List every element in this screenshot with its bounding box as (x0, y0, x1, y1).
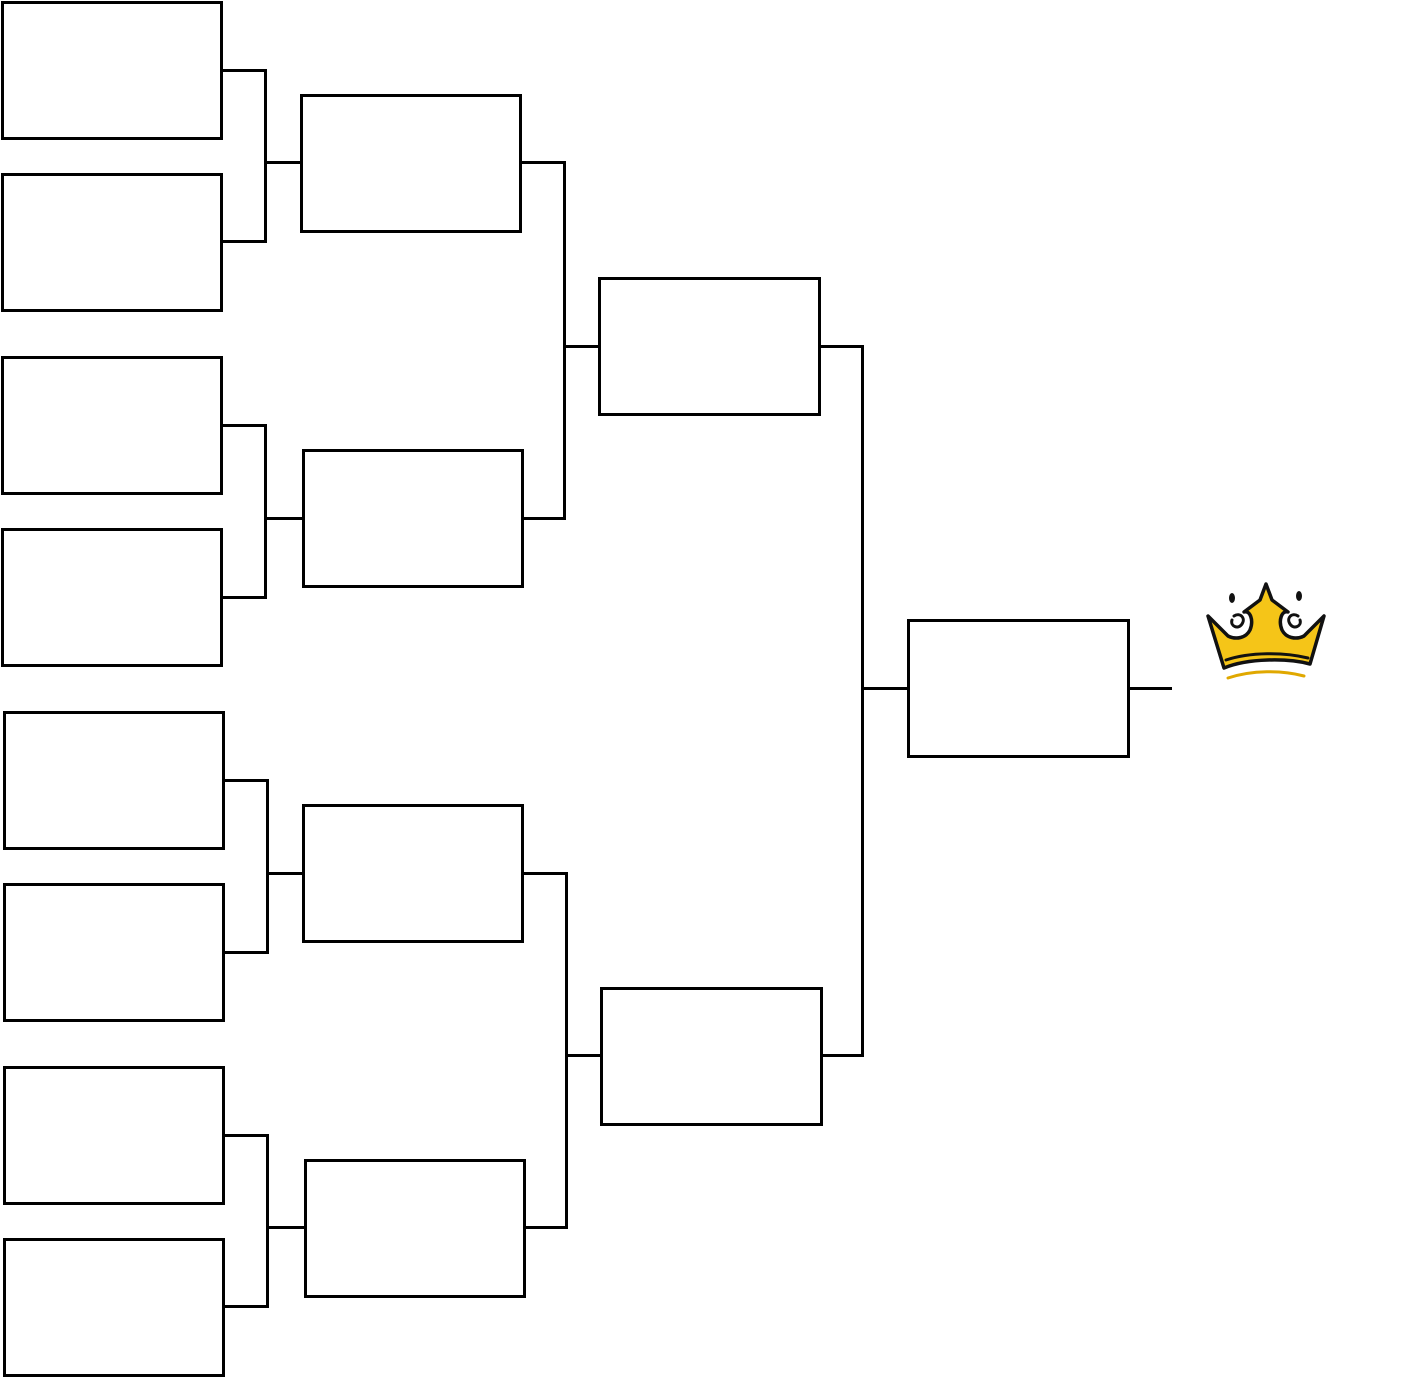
entrant-slot[interactable] (910, 689, 1127, 756)
connector-line (264, 69, 267, 243)
round1-match-1[interactable] (1, 1, 223, 140)
connector-line (565, 872, 568, 1229)
final-match[interactable] (907, 619, 1130, 758)
crown-band (1224, 652, 1310, 662)
entrant-slot[interactable] (305, 519, 521, 586)
crown-sparkle-right (1296, 591, 1302, 601)
connector-line (266, 1226, 306, 1229)
connector-line (522, 517, 566, 520)
crown-base (1226, 670, 1306, 680)
crown-fill (1206, 582, 1326, 670)
round2-match-2[interactable] (302, 449, 524, 588)
connector-line (524, 1226, 568, 1229)
round3-match-1[interactable] (598, 277, 821, 416)
entrant-slot[interactable] (603, 1057, 820, 1124)
round1-match-8[interactable] (3, 1238, 225, 1377)
connector-line (266, 779, 269, 954)
entrant-slot[interactable] (603, 990, 820, 1057)
entrant-slot[interactable] (601, 280, 818, 347)
connector-line (563, 345, 600, 348)
connector-line (221, 240, 267, 243)
round1-match-6[interactable] (3, 883, 225, 1022)
crown-swirl-right (1287, 613, 1302, 629)
round1-match-2[interactable] (1, 173, 223, 312)
entrant-slot[interactable] (6, 1136, 222, 1203)
connector-line (221, 424, 267, 427)
entrant-slot[interactable] (4, 426, 220, 493)
round1-match-3[interactable] (1, 356, 223, 495)
connector-line (563, 161, 566, 520)
entrant-slot[interactable] (6, 714, 222, 781)
round3-match-2[interactable] (600, 987, 823, 1126)
entrant-slot[interactable] (4, 359, 220, 426)
connector-line (223, 1134, 269, 1137)
entrant-slot[interactable] (4, 243, 220, 310)
entrant-slot[interactable] (6, 1069, 222, 1136)
entrant-slot[interactable] (4, 531, 220, 598)
champion-line (1128, 687, 1172, 690)
connector-line (821, 1054, 864, 1057)
entrant-slot[interactable] (910, 622, 1127, 689)
entrant-slot[interactable] (6, 953, 222, 1020)
connector-line (861, 345, 864, 1057)
entrant-slot[interactable] (6, 1241, 222, 1308)
connector-line (266, 872, 304, 875)
entrant-slot[interactable] (601, 347, 818, 414)
entrant-slot[interactable] (6, 1308, 222, 1375)
entrant-slot[interactable] (4, 598, 220, 665)
entrant-slot[interactable] (307, 1229, 523, 1296)
connector-line (264, 161, 302, 164)
entrant-slot[interactable] (305, 874, 521, 941)
connector-line (819, 345, 864, 348)
crown-swirl-left (1230, 613, 1245, 629)
round2-match-4[interactable] (304, 1159, 526, 1298)
connector-line (223, 1305, 269, 1308)
connector-line (223, 779, 269, 782)
connector-line (221, 69, 267, 72)
round2-match-1[interactable] (300, 94, 522, 233)
crown-icon (1206, 582, 1326, 680)
round1-match-5[interactable] (3, 711, 225, 850)
crown-sparkle-left (1229, 593, 1235, 603)
connector-line (522, 872, 568, 875)
entrant-slot[interactable] (4, 176, 220, 243)
entrant-slot[interactable] (305, 807, 521, 874)
entrant-slot[interactable] (6, 886, 222, 953)
round2-match-3[interactable] (302, 804, 524, 943)
connector-line (264, 424, 267, 599)
connector-line (264, 517, 304, 520)
entrant-slot[interactable] (4, 71, 220, 138)
entrant-slot[interactable] (307, 1162, 523, 1229)
connector-line (221, 596, 267, 599)
connector-line (223, 951, 269, 954)
connector-line (520, 161, 566, 164)
entrant-slot[interactable] (303, 97, 519, 164)
entrant-slot[interactable] (303, 164, 519, 231)
round1-match-7[interactable] (3, 1066, 225, 1205)
entrant-slot[interactable] (6, 781, 222, 848)
round1-match-4[interactable] (1, 528, 223, 667)
entrant-slot[interactable] (305, 452, 521, 519)
connector-line (565, 1054, 602, 1057)
connector-line (861, 687, 909, 690)
entrant-slot[interactable] (4, 4, 220, 71)
connector-line (266, 1134, 269, 1308)
